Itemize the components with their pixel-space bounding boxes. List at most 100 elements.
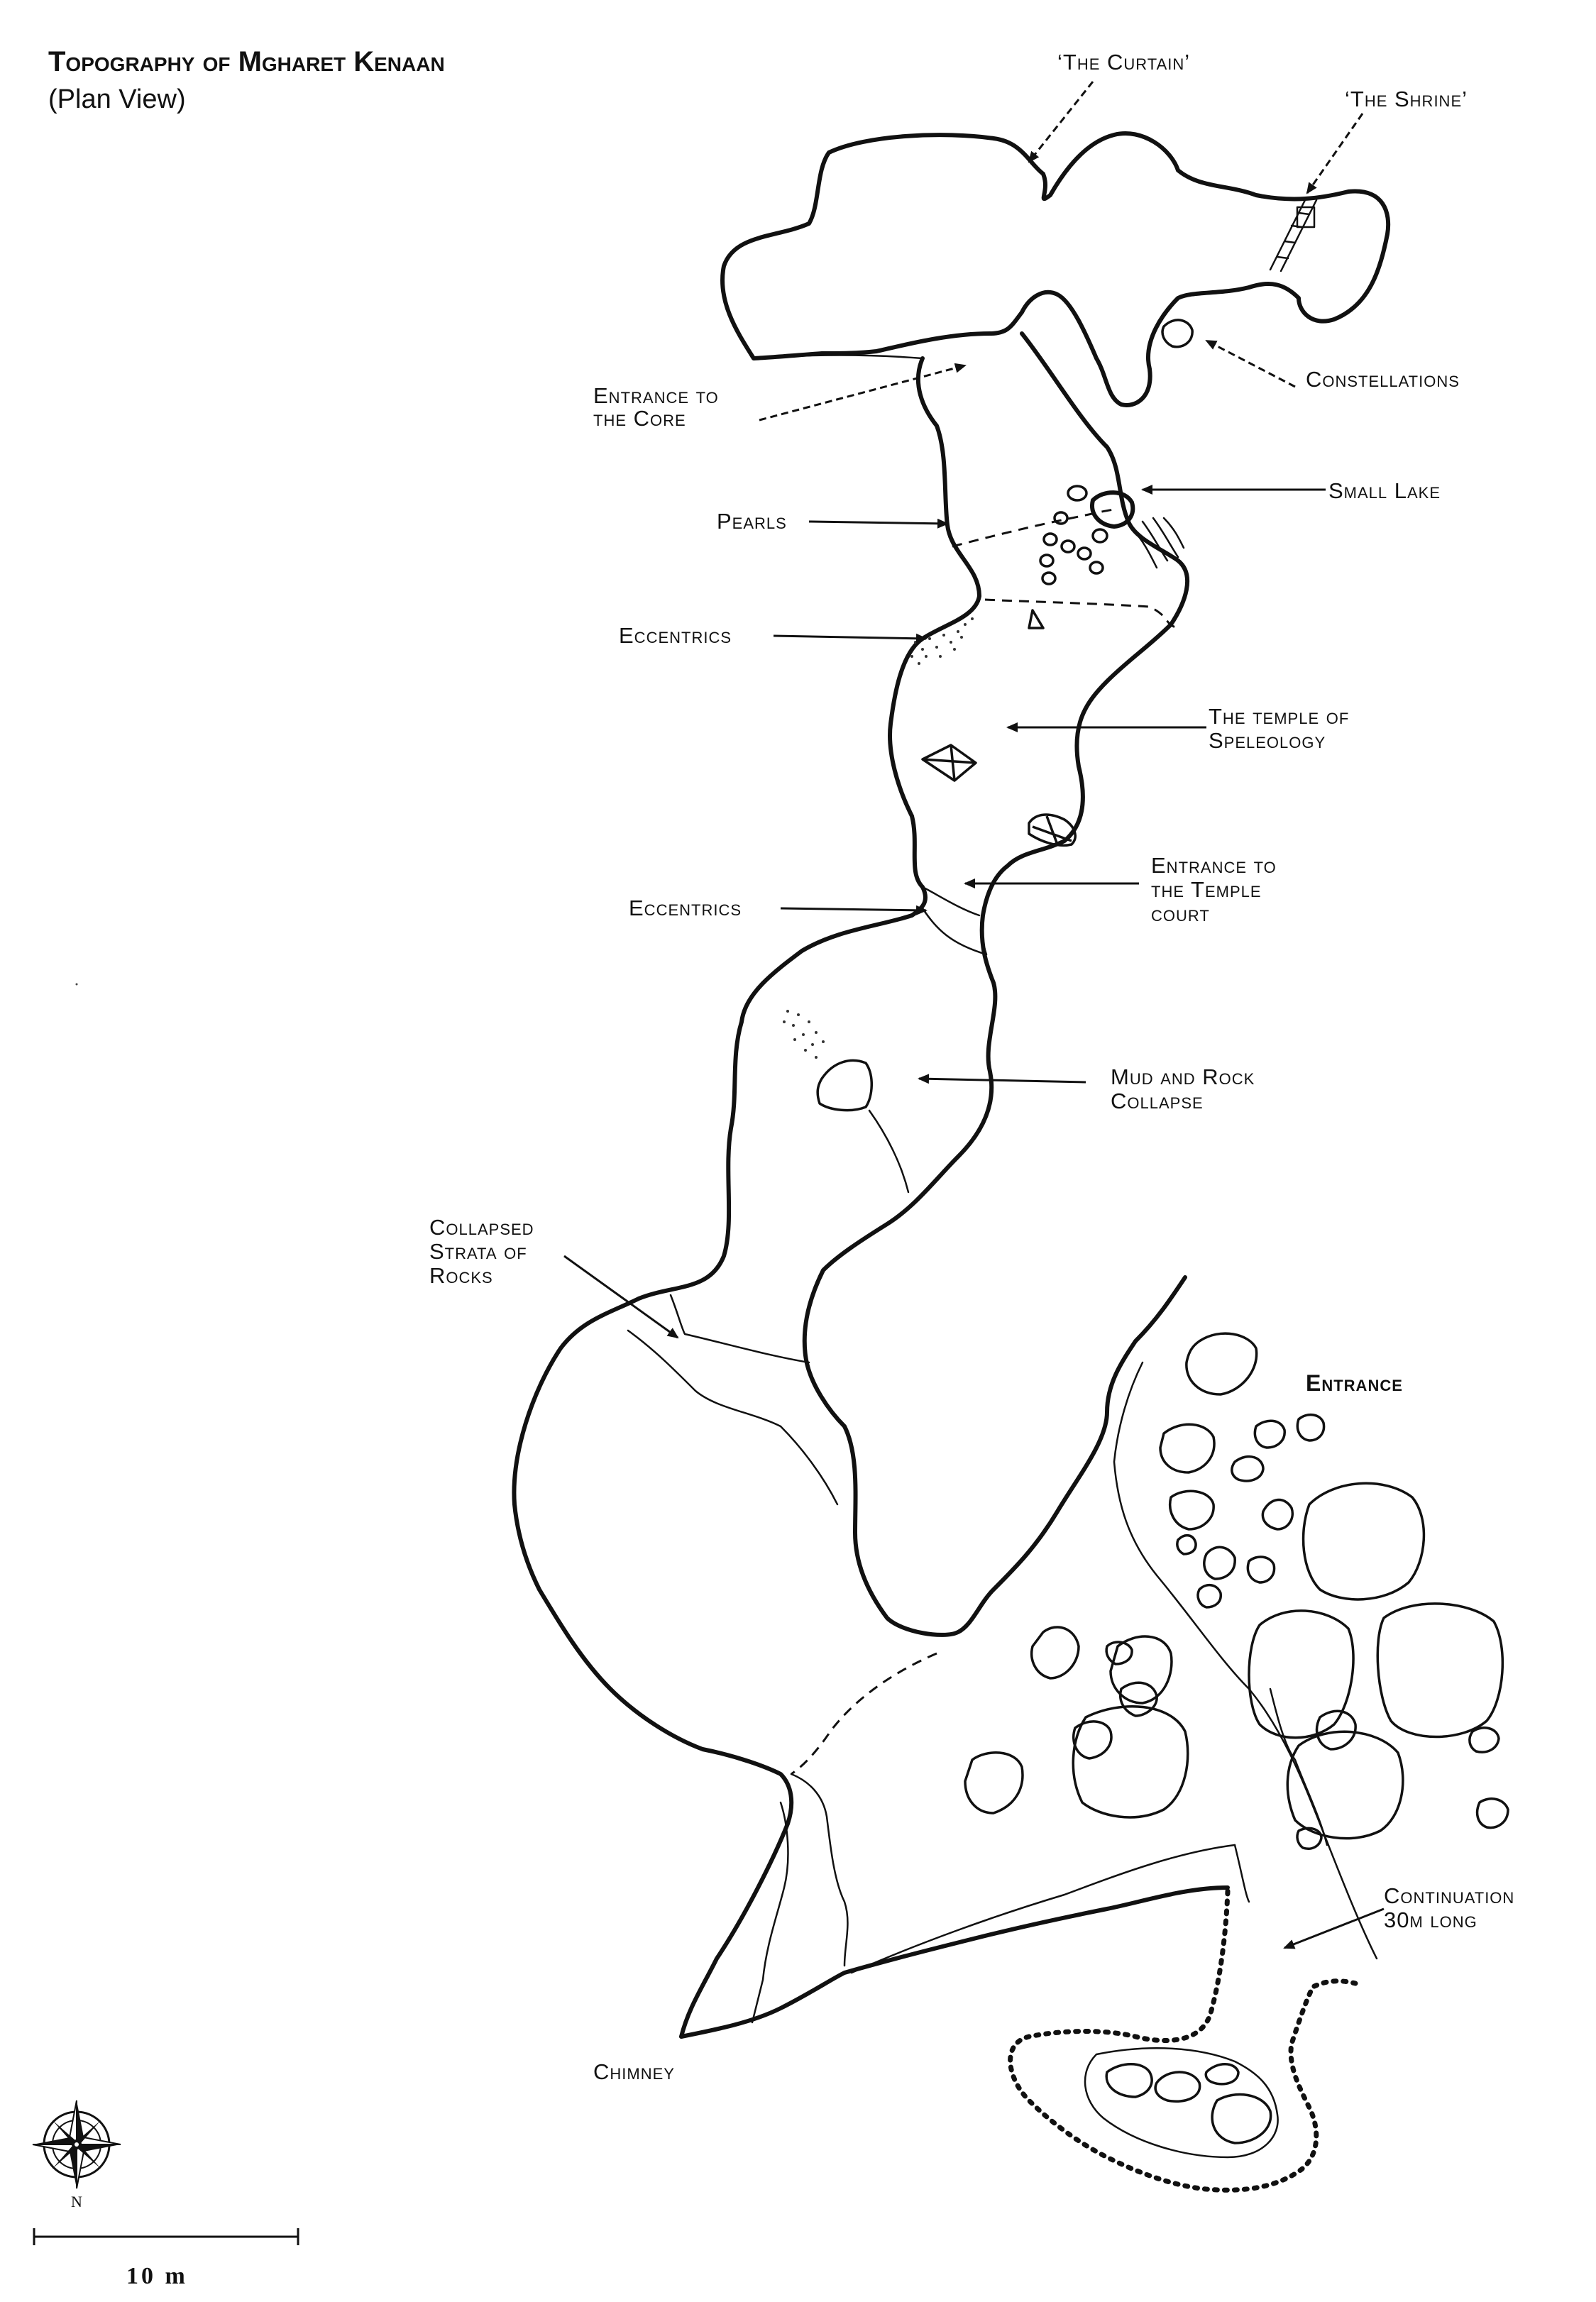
boulder xyxy=(1203,1546,1236,1580)
continuation-rock xyxy=(1204,2063,1240,2086)
shrine-block xyxy=(1296,206,1316,228)
scale-bar-label: 10 m xyxy=(126,2263,188,2289)
label-eccentrics-upper: Eccentrics xyxy=(619,623,732,648)
label-continuation-1: Continuation xyxy=(1384,1883,1514,1908)
eccentrics-stipple-lower xyxy=(783,1010,825,1059)
dashed-lines xyxy=(791,508,1179,1775)
pearls-dashed-line xyxy=(952,508,1115,548)
arrow-shrine xyxy=(1306,113,1364,194)
boulder xyxy=(1185,1332,1258,1396)
temple-court-threshold xyxy=(921,886,988,956)
pearl xyxy=(1067,485,1088,502)
boulder xyxy=(1468,1726,1500,1753)
pearl xyxy=(1089,561,1104,575)
map-subtitle: (Plan View) xyxy=(48,84,186,114)
corridor-right-wall xyxy=(802,331,1190,1637)
label-chimney: Chimney xyxy=(593,2059,675,2084)
boulder xyxy=(1376,1602,1504,1739)
boulder xyxy=(1105,1641,1133,1665)
label-mud-2: Collapse xyxy=(1111,1089,1204,1113)
continuation-rock xyxy=(1154,2071,1201,2103)
label-entrance-core-2: the Core xyxy=(593,406,686,431)
lower-dashed-line xyxy=(791,1652,937,1775)
arrow-constellations xyxy=(1205,339,1296,388)
boulder xyxy=(964,1751,1024,1814)
boulder xyxy=(1176,1534,1197,1555)
boulder xyxy=(1072,1705,1189,1819)
strata-line-2 xyxy=(627,1329,839,1506)
label-constellations: Constellations xyxy=(1306,367,1460,392)
arrow-continuation xyxy=(1283,1907,1385,1949)
arrow-eccentrics-upper xyxy=(773,633,928,644)
continuation-rock xyxy=(1105,2063,1153,2098)
arrow-strata xyxy=(563,1255,679,1339)
label-strata-1: Collapsed xyxy=(429,1215,534,1240)
boulder xyxy=(1301,1482,1426,1601)
boulder xyxy=(1261,1498,1294,1531)
label-strata-3: Rocks xyxy=(429,1263,493,1288)
label-shrine: ‘The Shrine’ xyxy=(1345,87,1468,111)
label-entrance-temple-3: court xyxy=(1151,901,1210,926)
arrow-eccentrics-lower xyxy=(780,905,928,915)
boulder xyxy=(1231,1455,1265,1482)
pearl xyxy=(1091,528,1108,544)
label-mud-1: Mud and Rock xyxy=(1111,1064,1255,1089)
constellations-feature xyxy=(1161,319,1194,348)
shrine-ladder xyxy=(1269,197,1318,272)
boulder xyxy=(1246,1555,1276,1584)
pearl xyxy=(1077,546,1092,561)
boulder xyxy=(1296,1827,1323,1850)
pearl xyxy=(1053,511,1069,525)
scale-bar xyxy=(33,2228,299,2245)
label-entrance-temple-1: Entrance to xyxy=(1151,853,1277,878)
label-strata-2: Strata of xyxy=(429,1239,527,1264)
boulder xyxy=(1109,1635,1173,1705)
lower-inner-line-1 xyxy=(790,1773,849,1967)
label-entrance-temple-2: the Temple xyxy=(1151,877,1262,902)
label-curtain: ‘The Curtain’ xyxy=(1057,50,1190,75)
core-chamber-wall xyxy=(720,131,1391,407)
small-lake xyxy=(1090,490,1135,529)
lower-inner-line-4 xyxy=(1233,1844,1250,1903)
boulder xyxy=(1475,1797,1509,1829)
entrance-slope-line xyxy=(1113,1361,1378,1960)
map-title: Topography of Mgharet Kenaan xyxy=(48,46,445,77)
stray-mark xyxy=(75,983,78,986)
arrow-pearls xyxy=(808,518,949,529)
temple-rock xyxy=(921,744,977,782)
pearl xyxy=(1060,539,1076,554)
label-temple-1: The temple of xyxy=(1209,704,1349,729)
entrance-slope-line-2 xyxy=(1269,1687,1328,1846)
boulder xyxy=(1253,1419,1286,1449)
lower-chamber-wall xyxy=(679,1885,1230,2039)
lower-inner-line-2 xyxy=(751,1801,789,2024)
boulder xyxy=(1286,1730,1404,1840)
compass-north-label: N xyxy=(71,2193,82,2210)
core-threshold xyxy=(752,354,924,360)
arrow-curtain xyxy=(1028,81,1094,163)
lower-inner-line-3 xyxy=(850,1844,1236,1974)
boulder xyxy=(1159,1423,1216,1474)
strata-line-1 xyxy=(669,1294,810,1364)
continuation-inner-outline xyxy=(1084,2047,1279,2159)
collapse-rock xyxy=(816,1059,873,1112)
continuation-passage xyxy=(1008,1888,1358,2193)
eccentrics-dashed-line xyxy=(984,598,1179,629)
boulder xyxy=(1030,1626,1080,1680)
label-pearls: Pearls xyxy=(717,509,787,534)
label-temple-2: Speleology xyxy=(1209,728,1326,753)
compass-rose-icon xyxy=(32,2100,121,2189)
arrow-entrance-core xyxy=(759,363,967,422)
triangle-rock xyxy=(1028,609,1045,629)
continuation-dotted-outline xyxy=(1008,1888,1358,2193)
boulder xyxy=(1072,1720,1113,1760)
map-labels: ‘The Curtain’ ‘The Shrine’ Constellation… xyxy=(429,50,1514,2084)
boulder xyxy=(1315,1709,1357,1751)
temple-rock xyxy=(1028,813,1077,847)
boulder xyxy=(1296,1414,1326,1442)
label-small-lake: Small Lake xyxy=(1328,478,1441,503)
callout-arrows xyxy=(563,81,1385,1949)
boulder xyxy=(1169,1489,1215,1531)
collapse-crack xyxy=(868,1109,910,1194)
